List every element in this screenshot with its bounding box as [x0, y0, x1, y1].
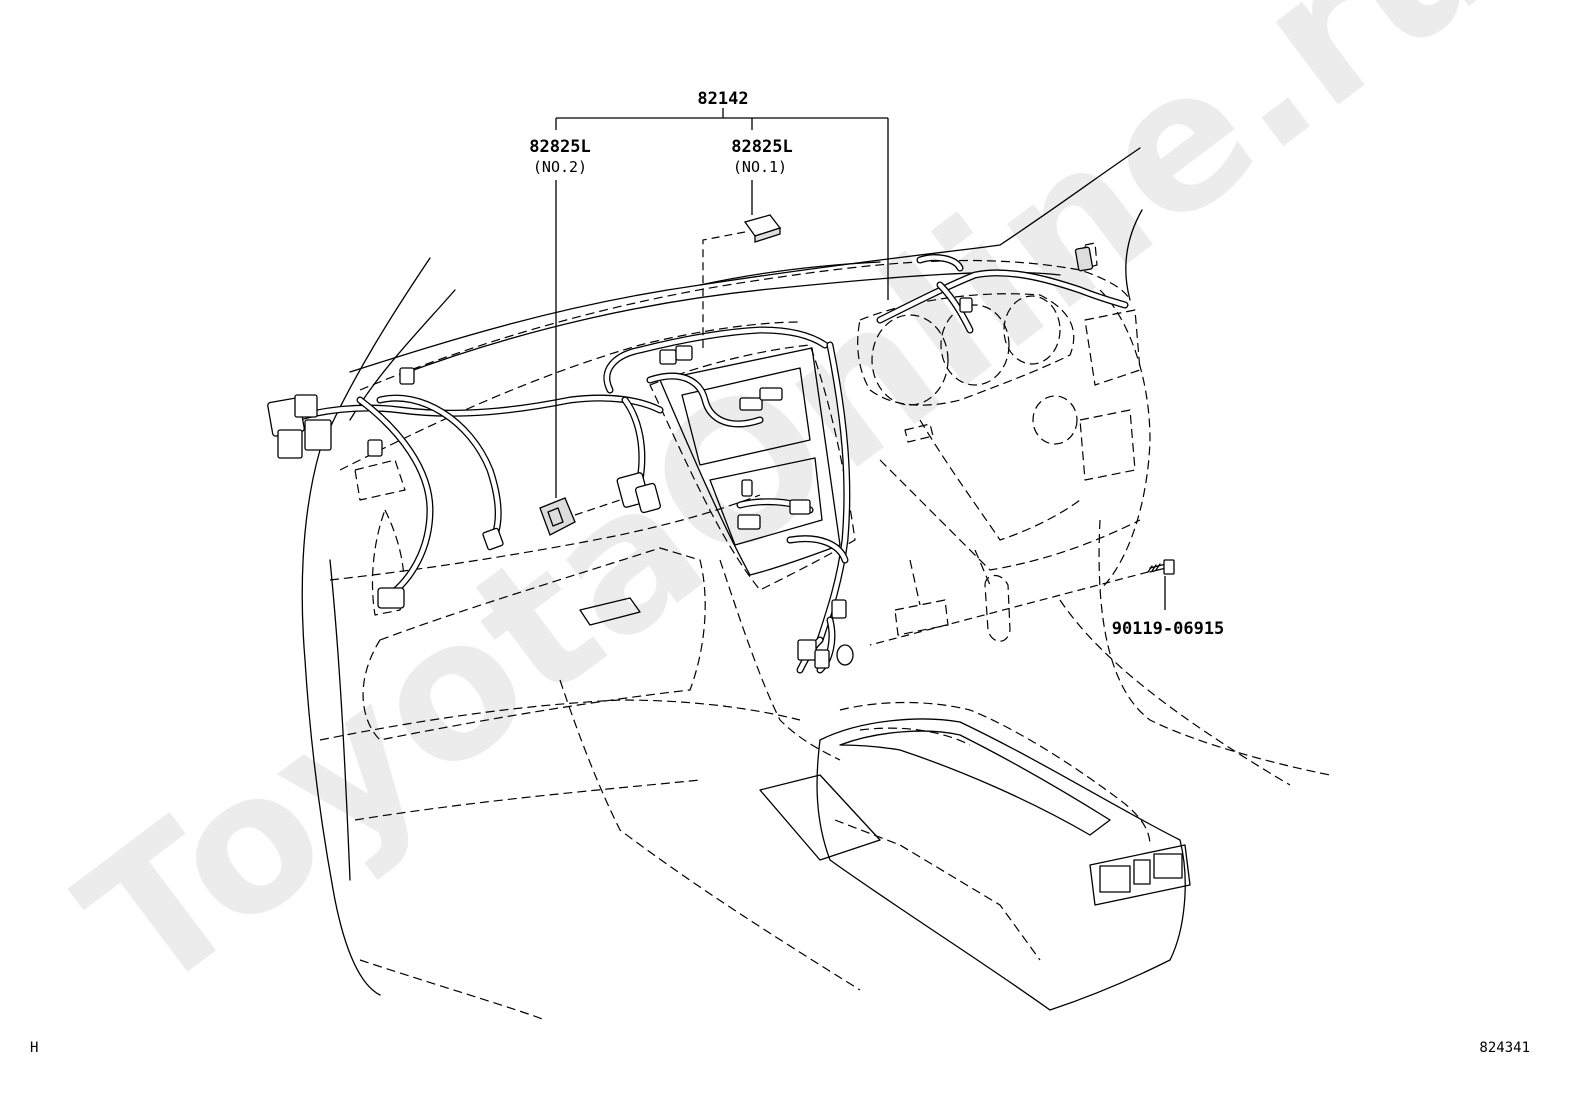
console-cupholder-tray [759, 774, 881, 861]
console-rear-vent-left [1099, 865, 1131, 893]
kick-panel-left [354, 779, 701, 821]
connector-82825L-no1 [743, 214, 782, 243]
illustration-number: 824341 [1479, 1040, 1530, 1056]
console-top [839, 701, 1151, 846]
cluster-hood [857, 293, 1075, 406]
lower-dash-left [319, 699, 801, 741]
door-edge-left [329, 559, 351, 881]
center-console-lower [719, 559, 841, 761]
console-rear-vent-center [1133, 859, 1151, 885]
label-82825L-no1: 82825L [731, 137, 792, 157]
right-lower-panel [1079, 409, 1136, 481]
wire-harness-82142 [267, 246, 1129, 674]
pedal-arm-1 [909, 559, 921, 606]
left-lower-vent [371, 509, 405, 616]
left-side-vent [354, 459, 406, 501]
gauge-left [871, 314, 949, 406]
firewall-right [1059, 599, 1291, 786]
dashboard-illustration [267, 147, 1331, 1021]
dash-face-upper [339, 321, 801, 471]
glovebox-handle [579, 597, 641, 626]
dash-right-end [1099, 289, 1151, 591]
bolt-90119-06915 [1147, 559, 1175, 575]
accelerator-pedal [984, 575, 1011, 642]
center-controls [709, 457, 823, 546]
windshield-lower-edge [349, 147, 1141, 373]
center-stack-bezel [659, 347, 841, 576]
label-82825L-no2: 82825L [529, 137, 590, 157]
steering-hub [1032, 395, 1078, 445]
dash-defroster [699, 261, 881, 286]
footer-left-code: H [30, 1040, 38, 1056]
dash-face-lower [329, 494, 761, 581]
brake-pedal [894, 599, 949, 636]
label-no2-note: (NO.2) [533, 158, 587, 176]
center-stack-outline [649, 344, 856, 591]
console-armrest [839, 730, 1111, 836]
console-side-panel [834, 819, 1041, 961]
driver-knee-panel [879, 459, 1141, 571]
console-rear-face [1089, 844, 1191, 906]
center-display [681, 367, 811, 466]
console-rear-vent-right [1153, 853, 1183, 879]
floor-line-left [359, 959, 546, 1021]
footwell-left [559, 679, 861, 991]
glovebox-outline [362, 547, 706, 741]
label-90119-06915: 90119-06915 [1112, 619, 1225, 639]
dash-top-far [359, 259, 1131, 391]
label-82142: 82142 [697, 89, 748, 109]
a-pillar-right [1125, 209, 1143, 301]
gauge-right [1003, 295, 1061, 365]
a-pillar-left [301, 257, 431, 996]
console-body [816, 718, 1186, 1011]
floor-line-right [1098, 519, 1331, 776]
pedal-arm-2 [974, 549, 991, 586]
console-lid-line [859, 727, 971, 746]
connector-82825L-no2 [539, 497, 576, 536]
hood-release [904, 423, 934, 443]
callout-leaders [555, 108, 1166, 646]
label-no1-note: (NO.1) [733, 158, 787, 176]
steering-column [919, 419, 1081, 541]
gauge-center [940, 304, 1010, 386]
